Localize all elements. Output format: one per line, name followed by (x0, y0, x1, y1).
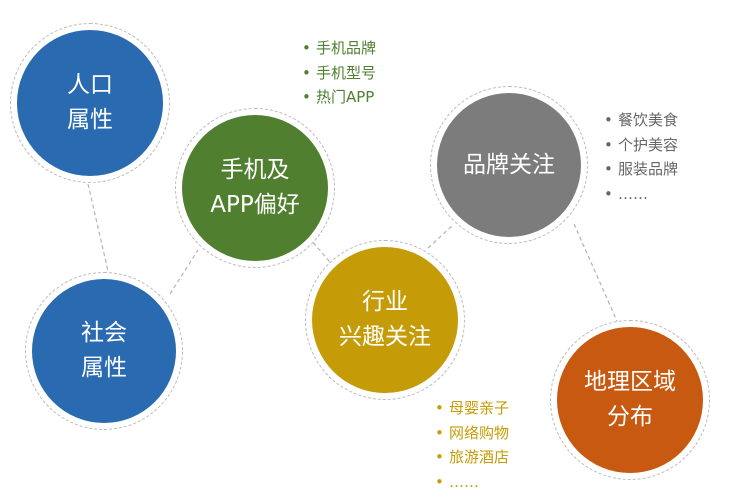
node-brand: 品牌关注 (437, 93, 581, 237)
list-item: •手机型号 (302, 61, 376, 86)
node-industry-label: 行业 兴趣关注 (339, 285, 431, 355)
list-brand: •餐饮美食 •个护美容 •服装品牌 •…… (604, 108, 678, 206)
list-item: •服装品牌 (604, 157, 678, 182)
list-item: •母婴亲子 (435, 396, 509, 421)
list-item: •餐饮美食 (604, 108, 678, 133)
node-demographic-line2: 属性 (67, 103, 113, 138)
node-phone-app-line1: 手机及 (210, 153, 299, 188)
connector-demographic-social (88, 184, 108, 271)
connector-social-phone (170, 250, 198, 294)
node-phone-app: 手机及 APP偏好 (182, 115, 328, 261)
node-social-line1: 社会 (81, 316, 127, 351)
list-industry: •母婴亲子 •网络购物 •旅游酒店 •…… (435, 396, 509, 494)
node-demographic-label: 人口 属性 (67, 68, 113, 138)
node-geo-line2: 分布 (584, 400, 676, 435)
node-phone-app-line2: APP偏好 (210, 188, 299, 223)
list-item: •热门APP (302, 85, 376, 110)
list-item: •…… (435, 470, 509, 495)
node-brand-label: 品牌关注 (463, 148, 555, 183)
list-item: •手机品牌 (302, 36, 376, 61)
node-industry: 行业 兴趣关注 (312, 247, 458, 393)
node-geo-line1: 地理区域 (584, 365, 676, 400)
connector-brand-geo (574, 224, 617, 321)
node-social-label: 社会 属性 (81, 316, 127, 386)
node-demographic: 人口 属性 (17, 30, 163, 176)
node-demographic-line1: 人口 (67, 68, 113, 103)
node-brand-line1: 品牌关注 (463, 148, 555, 183)
list-item: •个护美容 (604, 133, 678, 158)
list-item: •网络购物 (435, 421, 509, 446)
node-geo-label: 地理区域 分布 (584, 365, 676, 435)
list-phone-app: •手机品牌 •手机型号 •热门APP (302, 36, 376, 110)
node-geo: 地理区域 分布 (557, 327, 703, 473)
node-social: 社会 属性 (32, 279, 176, 423)
list-item: •…… (604, 182, 678, 207)
node-social-line2: 属性 (81, 351, 127, 386)
list-item: •旅游酒店 (435, 445, 509, 470)
node-industry-line2: 兴趣关注 (339, 320, 431, 355)
node-phone-app-label: 手机及 APP偏好 (210, 153, 299, 223)
node-industry-line1: 行业 (339, 285, 431, 320)
connector-industry-brand (428, 226, 452, 248)
